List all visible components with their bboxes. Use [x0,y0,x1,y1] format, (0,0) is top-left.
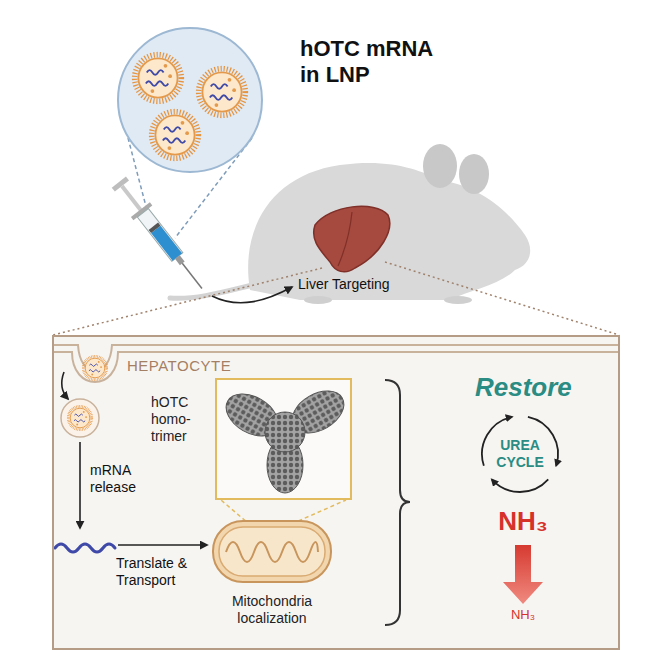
step-label: mRNA release [90,462,152,496]
trimer-box: hOTC homo-trimer [215,378,352,500]
mitochondrion-shape [212,520,332,583]
outcome-label: Restore [475,372,572,403]
mouse-ear [423,144,457,188]
mouse-body [248,163,530,300]
protein-core [265,412,305,452]
syringe-rod [120,185,143,213]
syringe [109,175,211,296]
hepatocyte-ground [53,336,619,649]
outer-membrane [213,521,331,582]
mouse-foot [444,296,472,304]
syringe-piston [149,223,161,234]
cycle-arrow [492,479,548,492]
inner-membrane [219,527,325,576]
targeting-arrow [212,287,292,303]
organelle-label: Mitochondria localization [202,593,342,627]
urea-cycle-circle: UREA CYCLE [478,412,562,496]
syringe-needle [182,263,202,288]
release-arrow [79,442,81,528]
syringe-barrel [137,209,183,262]
mouse-foot [304,296,332,304]
decrease-arrow [503,545,543,604]
translate-arrow [118,544,207,546]
endocytosis-arrow [62,372,68,399]
mrna-strand [55,544,115,552]
zoom-line [385,262,619,335]
step-label: Translate & Transport [116,555,210,589]
liver-lobe-line [338,212,352,266]
endosome [61,399,99,437]
lnp-zoom-circle [118,28,262,172]
lipid-nanoparticle [199,69,246,116]
liver [314,206,390,272]
lipid-nanoparticle [152,112,199,159]
cell-label: HEPATOCYTE [127,357,231,375]
lipid-nanoparticle [135,55,182,102]
cristae [226,542,318,562]
zoom-line [53,268,322,335]
syringe-liquid [151,226,182,261]
trimer-ground [216,379,351,499]
mouse-ear [459,154,489,194]
target-label: Liver Targeting [298,276,390,293]
ammonia-label: NH₃ [498,506,548,537]
cycle-label: UREA CYCLE [489,437,551,471]
zoom-connector [221,500,346,521]
ammonia-label: NH₃ [511,607,535,623]
lipid-nanoparticle [68,406,91,429]
mitochondrion: Mitochondria localization [212,520,332,583]
lipid-nanoparticle [83,356,106,379]
bracket [385,380,410,625]
protein-label: hOTC homo-trimer [151,394,207,444]
main-title: hOTC mRNA in LNP [300,36,442,89]
